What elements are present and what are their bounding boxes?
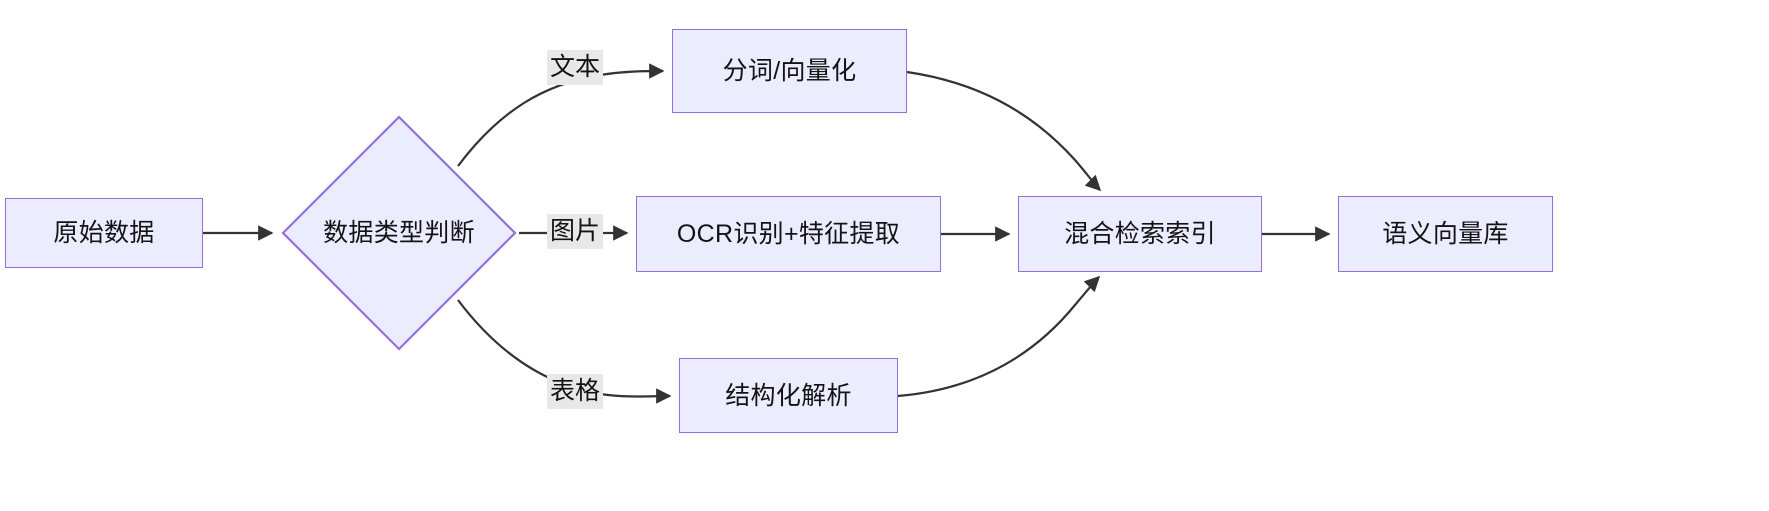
node-label: 分词/向量化	[722, 57, 857, 85]
node-label: OCR识别+特征提取	[676, 220, 901, 248]
node-label: 语义向量库	[1382, 220, 1509, 248]
node-semantic-vector-store[interactable]: 语义向量库	[1338, 196, 1553, 272]
node-label: 原始数据	[53, 219, 155, 247]
node-hybrid-search-index[interactable]: 混合检索索引	[1018, 196, 1262, 272]
node-ocr-feature-extraction[interactable]: OCR识别+特征提取	[636, 196, 941, 272]
node-label: 混合检索索引	[1064, 220, 1216, 248]
node-structured-parsing[interactable]: 结构化解析	[679, 358, 898, 433]
edge-label-text: 文本	[547, 50, 604, 86]
node-raw-data[interactable]: 原始数据	[5, 198, 203, 268]
edge-parse-to-index	[897, 275, 1101, 398]
edge-label-image: 图片	[547, 214, 604, 250]
node-data-type-decision[interactable]: 数据类型判断	[281, 115, 517, 351]
node-label: 结构化解析	[725, 381, 852, 410]
edge-tokenize-to-index	[906, 70, 1102, 192]
edge-label-table: 表格	[547, 374, 604, 410]
diamond-shape	[281, 115, 517, 351]
node-label: 数据类型判断	[323, 219, 475, 247]
node-tokenize-vectorize[interactable]: 分词/向量化	[672, 29, 907, 113]
